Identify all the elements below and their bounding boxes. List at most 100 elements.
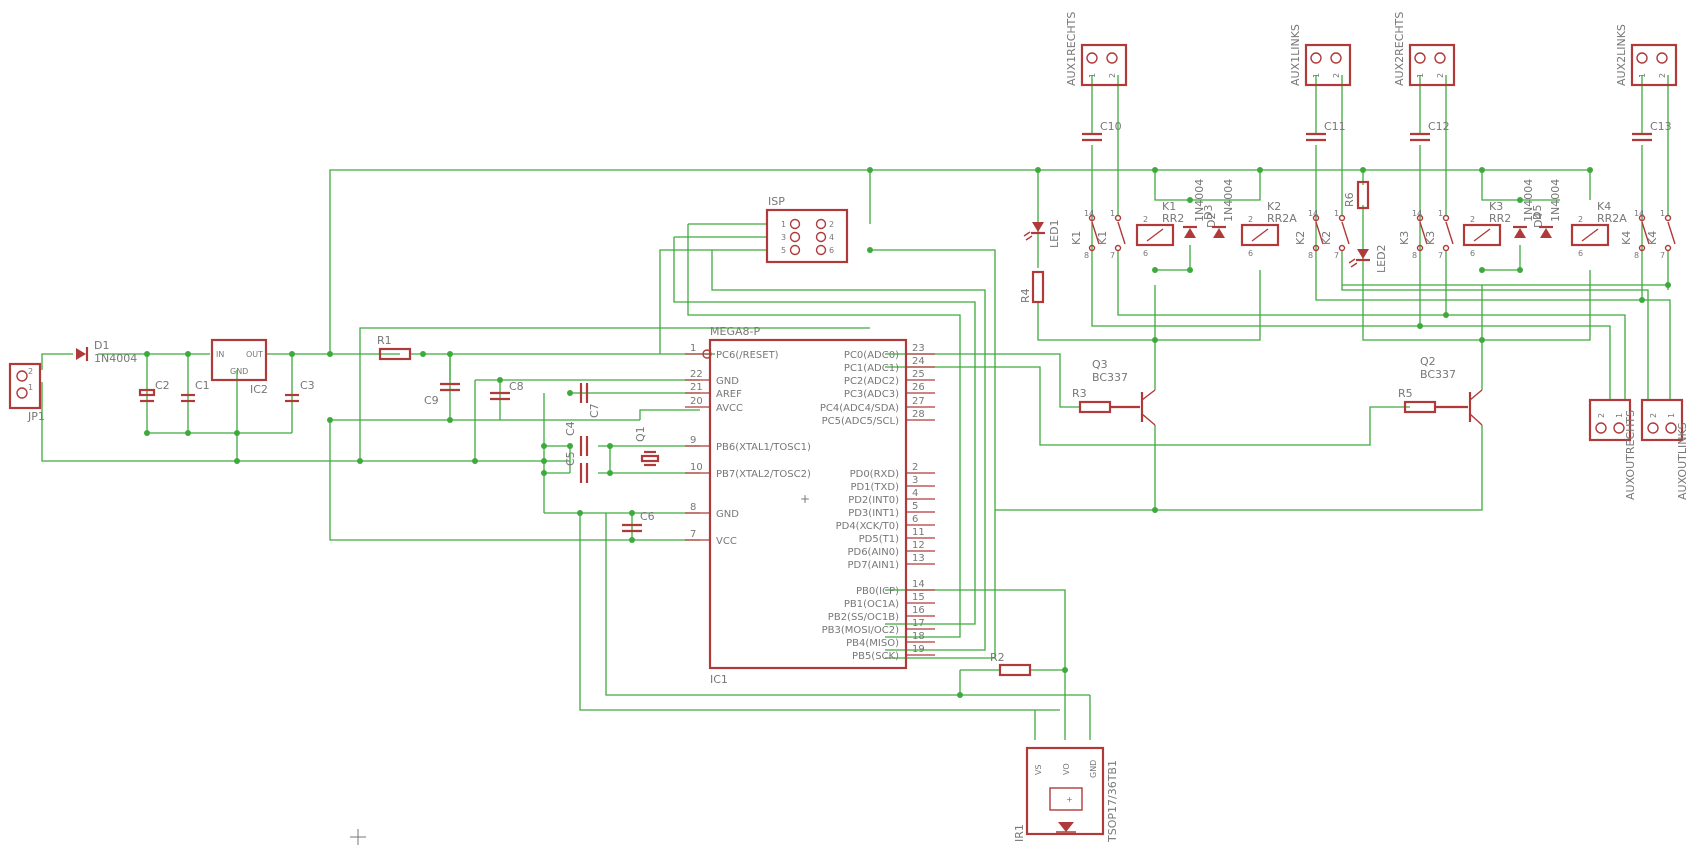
regulator-ic2[interactable]: IN OUT GND IC2 (210, 338, 268, 396)
mcu-pin-name: PC5(ADC5/SCL) (822, 416, 899, 427)
d1-value: 1N4004 (94, 352, 137, 365)
switch-contact (1312, 244, 1320, 252)
mcu-pin-number: 8 (690, 502, 696, 513)
led-led1[interactable]: LED1 (1023, 219, 1061, 248)
switch-label: K4 (1646, 231, 1659, 245)
diode-d1[interactable]: D1 1N4004 (76, 339, 137, 365)
capacitor-c5[interactable]: C5 (564, 451, 589, 483)
diode-d3[interactable]: D3 1N4004 (1202, 179, 1235, 238)
capacitor-c4[interactable]: C4 (564, 421, 589, 456)
mcu-pin-number: 15 (912, 592, 925, 603)
resistor-r1[interactable]: R1 (377, 334, 412, 361)
q3-value: BC337 (1092, 371, 1128, 384)
mcu-pin-number: 9 (690, 435, 696, 446)
resistor-r5[interactable]: R5 (1398, 387, 1437, 414)
capacitor-c3[interactable]: C3 (285, 379, 315, 403)
connector-pin2: 2 (1436, 73, 1445, 78)
relay-k3-coil[interactable]: 2 6 K3 RR2 (1462, 200, 1511, 258)
mcu-pin-name: PD4(XCK/T0) (836, 521, 899, 532)
connector-pin2: 2 (1658, 73, 1667, 78)
connector-label: AUX2RECHTS (1393, 12, 1406, 86)
transistor-q2[interactable]: Q2 BC337 (1420, 355, 1483, 426)
switch-blade (1117, 221, 1126, 245)
diode-d2[interactable]: D2 1N4004 (1183, 179, 1218, 238)
aux-capacitor-c12[interactable]: C12 (1410, 120, 1450, 142)
resistor-r4[interactable]: R4 (1019, 270, 1045, 304)
jp1-connector[interactable]: 2 1 JP1 (8, 362, 45, 423)
diode-d4[interactable]: D4 1N4004 (1513, 179, 1545, 238)
capacitor-c9[interactable]: C9 (424, 382, 460, 407)
switch-label: K1 (1096, 231, 1109, 245)
mcu-pin-name: PD2(INT0) (848, 495, 899, 506)
switch-blade (1419, 221, 1428, 245)
connector-pin1: 1 (1638, 73, 1647, 78)
ir-receiver-ir1[interactable]: + VS VO GND IR1 TSOP17/36TB1 (1013, 746, 1119, 843)
resistor-r6[interactable]: R6 (1343, 180, 1370, 210)
mcu-pin-name: PB1(OC1A) (844, 599, 899, 610)
isp-header[interactable]: 1 2 3 4 5 6 ISP (765, 195, 849, 264)
mcu-pin-number: 17 (912, 618, 925, 629)
switch-contact (1088, 244, 1096, 252)
mcu-pin-number: 28 (912, 409, 925, 420)
resistor-r3[interactable]: R3 (1072, 387, 1112, 414)
mcu-pin-number: 25 (912, 369, 925, 380)
transistor-q3[interactable]: Q3 BC337 (1092, 358, 1156, 426)
d4-value: 1N4004 (1522, 179, 1535, 222)
switch-contact (1338, 244, 1346, 252)
switch-pin-bottom: 8 (1412, 251, 1417, 260)
capacitor-c8[interactable]: C8 (490, 380, 524, 401)
switch-pin-bottom: 7 (1660, 251, 1665, 260)
mcu-pin-name: AREF (716, 389, 742, 400)
isp-pin6: 6 (829, 246, 834, 255)
crystal-q1[interactable]: Q1 (634, 426, 660, 467)
switch-label: K4 (1620, 231, 1633, 245)
relay-k4-coil[interactable]: 2 6 K4 RR2A (1570, 200, 1627, 258)
d5-value: 1N4004 (1549, 179, 1562, 222)
aux-capacitor-c10[interactable]: C10 (1082, 120, 1122, 142)
c7-label: C7 (588, 403, 601, 418)
isp-label: ISP (768, 195, 785, 208)
capacitor-c1[interactable]: C1 (181, 379, 210, 403)
isp-pin1: 1 (781, 220, 786, 229)
resistor-r2[interactable]: R2 (990, 651, 1032, 677)
switch-pin-bottom: 7 (1334, 251, 1339, 260)
mcu-ic1[interactable]: MEGA8-P IC1 + 1PC6(/RESET)22GND21AREF20A… (685, 325, 935, 686)
mcu-pin-name: PB3(MOSI/OC2) (822, 625, 900, 636)
switch-label: K1 (1070, 231, 1083, 245)
relay-k1-coil[interactable]: 2 6 K1 RR2 (1135, 200, 1184, 258)
origin-crosshair (350, 829, 366, 845)
capacitor-c2[interactable]: C2 (138, 379, 170, 403)
diode-d5[interactable]: D5 1N4004 (1531, 179, 1562, 238)
capacitor-c6[interactable]: C6 (622, 510, 655, 533)
relay-k2-coil[interactable]: 2 6 K2 RR2A (1240, 200, 1297, 258)
c3-label: C3 (300, 379, 315, 392)
led-led2[interactable]: LED2 (1348, 244, 1388, 273)
jp1-pin2: 2 (28, 367, 33, 376)
k1-coil-label: K1 (1162, 200, 1176, 213)
jp1-pin1: 1 (28, 383, 33, 392)
aux-capacitor-c11[interactable]: C11 (1306, 120, 1346, 142)
aux-capacitor-c13[interactable]: C13 (1632, 120, 1672, 142)
mcu-pin-name: PC2(ADC2) (844, 376, 899, 387)
mcu-pin-name: PC4(ADC4/SDA) (820, 403, 899, 414)
k3-coil-label: K3 (1489, 200, 1503, 213)
connector-pin2: 2 (1108, 73, 1117, 78)
c12-label: C12 (1428, 120, 1450, 133)
mcu-pin-number: 19 (912, 644, 925, 655)
switch-contact (1312, 214, 1320, 222)
connector-label: AUX1LINKS (1289, 24, 1302, 86)
k4-coil-value: RR2A (1597, 212, 1627, 225)
capacitor-c7[interactable]: C7 (579, 383, 601, 418)
mcu-pin-number: 14 (912, 579, 925, 590)
